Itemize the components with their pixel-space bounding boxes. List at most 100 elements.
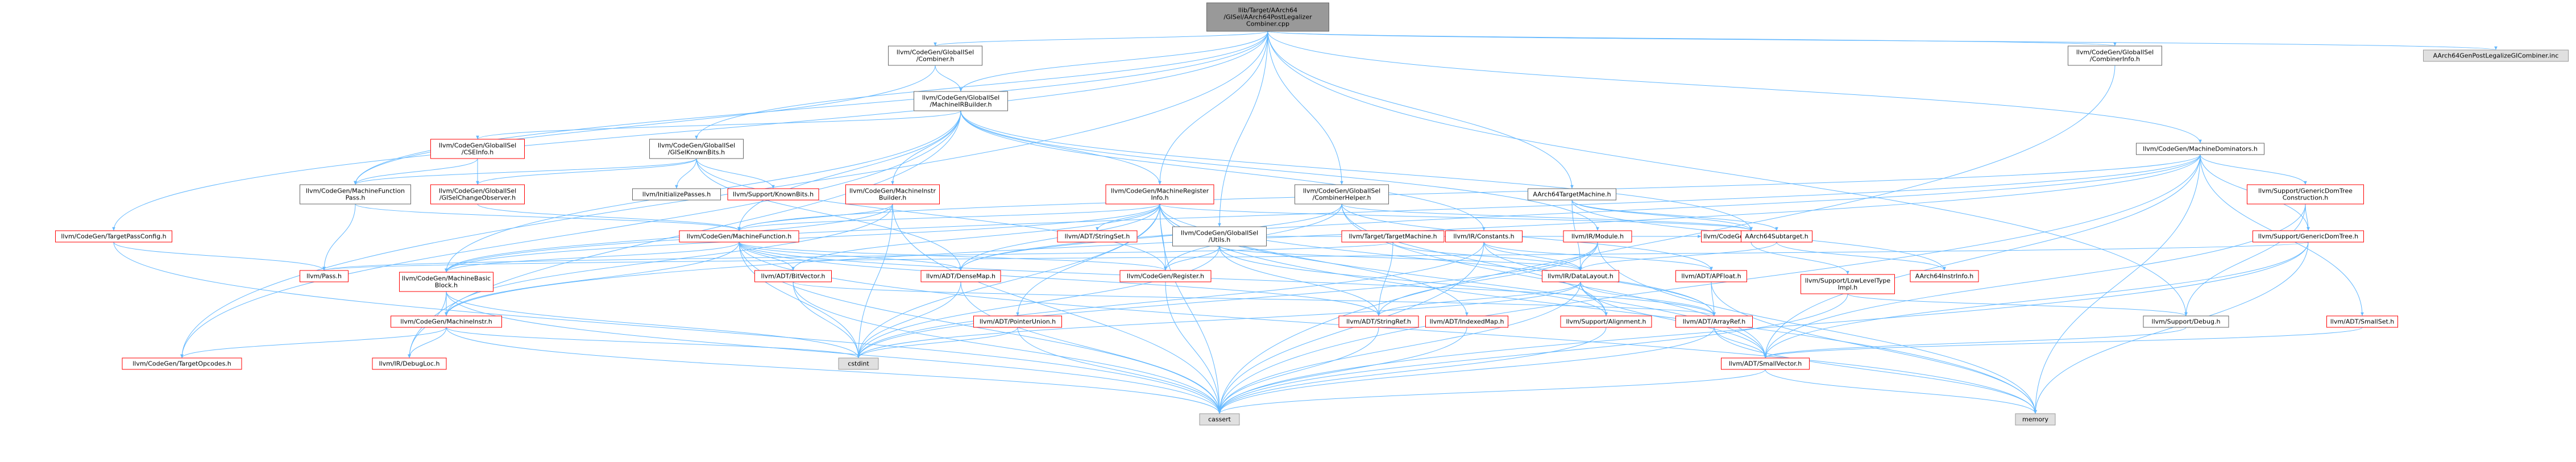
edge-root-to-tm bbox=[1267, 31, 1574, 189]
node-stringref[interactable]: llvm/ADT/StringRef.h bbox=[1338, 315, 1419, 328]
node-gkb[interactable]: llvm/CodeGen/GlobalISel/GISelKnownBits.h bbox=[649, 139, 744, 159]
node-csegal[interactable]: llvm/CodeGen/GlobalISel/CSEInfo.h bbox=[430, 139, 525, 159]
node-label: Info.h bbox=[1151, 194, 1168, 202]
node-box bbox=[399, 272, 493, 292]
node-arrayref[interactable]: llvm/ADT/ArrayRef.h bbox=[1675, 315, 1753, 328]
edge-constants-to-cassert bbox=[1218, 242, 1484, 414]
edge-layer bbox=[112, 31, 2497, 414]
node-register[interactable]: llvm/CodeGen/Register.h bbox=[1119, 270, 1212, 282]
node-label: llvm/CodeGen/MachineDominators.h bbox=[2143, 145, 2258, 153]
node-smallvector[interactable]: llvm/ADT/SmallVector.h bbox=[1721, 357, 1810, 370]
node-tm[interactable]: AArch64TargetMachine.h bbox=[1528, 188, 1616, 201]
node-box bbox=[920, 270, 1001, 282]
edge-subtarget-to-datalayout bbox=[1579, 242, 1777, 271]
node-label: Construction.h bbox=[2283, 194, 2329, 202]
edge-mfpass-to-mf bbox=[355, 203, 741, 231]
node-debug[interactable]: llvm/Support/Debug.h bbox=[2143, 315, 2229, 328]
edge-mirbuilder-to-lowlevel bbox=[960, 110, 1753, 231]
edge-mf-to-register bbox=[739, 242, 1167, 271]
node-label: llvm/CodeGen/GlobalISel bbox=[439, 188, 516, 195]
edge-datalayout-to-alignment bbox=[1580, 281, 1608, 317]
node-densemap[interactable]: llvm/ADT/DenseMap.h bbox=[920, 270, 1001, 282]
node-opcodes[interactable]: llvm/CodeGen/TargetOpcodes.h bbox=[122, 357, 242, 370]
node-subtarget[interactable]: AArch64Subtarget.h bbox=[1741, 230, 1812, 243]
node-box bbox=[1910, 270, 1979, 282]
node-label: /Utils.h bbox=[1209, 236, 1230, 244]
edge-root-to-debug bbox=[1267, 31, 2188, 317]
edge-targetmachine-to-datalayout bbox=[1392, 242, 1582, 271]
node-label: llvm/ADT/BitVector.h bbox=[761, 273, 826, 280]
edge-arrayref-to-memory bbox=[1714, 327, 2037, 414]
node-label: llvm/CodeGen/GlobalISel bbox=[922, 94, 999, 102]
node-combiner[interactable]: llvm/CodeGen/GlobalISel/Combiner.h bbox=[888, 45, 982, 66]
node-box bbox=[1675, 315, 1753, 328]
node-gdt[interactable]: llvm/Support/GenericDomTree.h bbox=[2253, 230, 2364, 243]
edge-ptrunion-to-cassert bbox=[1017, 327, 1221, 414]
node-gco[interactable]: llvm/CodeGen/GlobalISel/GISelChangeObser… bbox=[430, 184, 525, 205]
edge-arrayref-to-smallvector bbox=[1714, 327, 1767, 359]
node-box bbox=[2423, 49, 2569, 62]
node-box bbox=[1721, 357, 1810, 370]
node-alignment[interactable]: llvm/Support/Alignment.h bbox=[1560, 315, 1652, 328]
node-tpc[interactable]: llvm/CodeGen/TargetPassConfig.h bbox=[55, 230, 172, 243]
node-box bbox=[2326, 315, 2398, 328]
edge-machdom-to-cassert bbox=[1218, 154, 2201, 414]
node-utils[interactable]: llvm/CodeGen/GlobalISel/Utils.h bbox=[1172, 226, 1267, 247]
edge-root-to-opcodes bbox=[180, 31, 1268, 359]
edge-combinerinfo-to-cassert bbox=[1218, 65, 2115, 414]
edge-root-to-gkb bbox=[695, 31, 1268, 140]
node-machdom[interactable]: llvm/CodeGen/MachineDominators.h bbox=[2136, 143, 2264, 155]
node-label: llvm/CodeGen/MachineInstr.h bbox=[400, 318, 492, 326]
edge-lltimpl-to-debug bbox=[1847, 293, 2188, 317]
node-indexedmap[interactable]: llvm/ADT/IndexedMap.h bbox=[1425, 315, 1508, 328]
edge-mirbuilder-to-opcodes bbox=[180, 110, 961, 359]
edge-mri-to-ptrunion bbox=[1016, 203, 1160, 317]
node-debugloc[interactable]: llvm/IR/DebugLoc.h bbox=[372, 357, 447, 370]
edge-utils-to-stringref bbox=[1219, 245, 1380, 317]
node-targetmachine[interactable]: llvm/Target/TargetMachine.h bbox=[1341, 230, 1445, 243]
edge-chelper-to-densemap bbox=[959, 203, 1342, 271]
node-constants[interactable]: llvm/IR/Constants.h bbox=[1445, 230, 1523, 243]
edge-root-to-tpc bbox=[112, 31, 1268, 231]
edge-tpc-to-pass bbox=[113, 242, 326, 271]
node-chelper[interactable]: llvm/CodeGen/GlobalISel/CombinerHelper.h bbox=[1295, 184, 1389, 205]
edge-stringref-to-cassert bbox=[1218, 327, 1379, 414]
node-box bbox=[1172, 226, 1267, 247]
node-initpasses[interactable]: llvm/InitializePasses.h bbox=[632, 188, 721, 201]
edge-gdt-to-smallvector bbox=[1764, 242, 2309, 359]
edge-apfloat-to-memory bbox=[1711, 281, 2037, 414]
node-gdtc[interactable]: llvm/Support/GenericDomTreeConstruction.… bbox=[2247, 184, 2364, 205]
node-minstr[interactable]: llvm/CodeGen/MachineInstr.h bbox=[391, 315, 502, 328]
node-instrinfo[interactable]: AArch64InstrInfo.h bbox=[1910, 270, 1979, 282]
edge-miib-to-cstdint bbox=[857, 203, 893, 359]
edge-machdom-to-mf bbox=[737, 154, 2201, 231]
edge-targetmachine-to-pass bbox=[322, 242, 1393, 271]
edge-mbb-to-cstdint bbox=[446, 291, 860, 359]
node-pass[interactable]: llvm/Pass.h bbox=[300, 270, 349, 282]
node-stringset[interactable]: llvm/ADT/StringSet.h bbox=[1057, 230, 1138, 243]
node-box bbox=[754, 270, 832, 282]
node-label: llvm/CodeGen/GlobalISel bbox=[1303, 188, 1380, 195]
node-mirbuilder[interactable]: llvm/CodeGen/GlobalISel/MachineIRBuilder… bbox=[914, 91, 1008, 111]
node-label: llvm/ADT/SmallSet.h bbox=[2330, 318, 2395, 326]
node-label: /CSEInfo.h bbox=[462, 149, 493, 156]
node-smallset[interactable]: llvm/ADT/SmallSet.h bbox=[2326, 315, 2398, 328]
node-datalayout[interactable]: llvm/IR/DataLayout.h bbox=[1542, 270, 1619, 282]
node-apfloat[interactable]: llvm/ADT/APFloat.h bbox=[1675, 270, 1747, 282]
node-box bbox=[2015, 413, 2056, 426]
node-knownbits[interactable]: llvm/Support/KnownBits.h bbox=[727, 188, 819, 201]
node-ptrunion[interactable]: llvm/ADT/PointerUnion.h bbox=[973, 315, 1062, 328]
node-combinerinfo[interactable]: llvm/CodeGen/GlobalISel/CombinerInfo.h bbox=[2068, 45, 2162, 66]
node-mf[interactable]: llvm/CodeGen/MachineFunction.h bbox=[679, 230, 799, 243]
node-module[interactable]: llvm/IR/Module.h bbox=[1563, 230, 1632, 243]
node-bitvector[interactable]: llvm/ADT/BitVector.h bbox=[754, 270, 832, 282]
node-label: llib/Target/AArch64 bbox=[1238, 7, 1297, 14]
node-label: AArch64GenPostLegalizeGICombiner.inc bbox=[2433, 52, 2559, 60]
node-label: llvm/CodeGen/TargetOpcodes.h bbox=[132, 360, 231, 368]
node-box bbox=[1105, 184, 1214, 205]
